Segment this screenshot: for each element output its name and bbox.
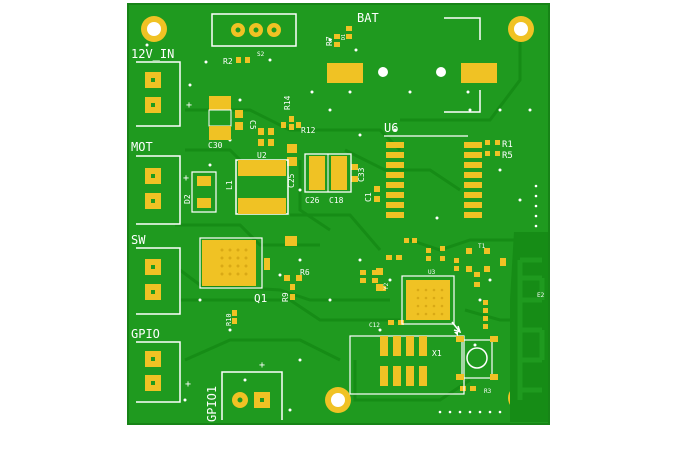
ic-u3-qfn xyxy=(401,275,462,336)
crystal-y2 xyxy=(376,268,383,291)
label-plus-mot: + xyxy=(183,173,189,184)
label-c33: C33 xyxy=(357,167,366,182)
label-t1: T1 xyxy=(478,243,486,250)
label-l1: L1 xyxy=(225,180,234,190)
label-x1: X1 xyxy=(432,349,442,358)
label-u6: U6 xyxy=(384,121,398,135)
silkscreen-labels: BAT 12V_IN MOT SW GPIO GPIO1 U6 U2 Q1 L1… xyxy=(131,11,545,422)
connector-mot xyxy=(136,155,181,225)
crystal-x1 xyxy=(349,335,465,395)
label-q1: Q1 xyxy=(254,292,267,305)
label-u3: U3 xyxy=(428,269,436,276)
smd-passives xyxy=(232,26,506,391)
label-s2: S2 xyxy=(257,51,265,58)
connector-gpio1 xyxy=(221,371,283,420)
edge-stitch-vias xyxy=(438,184,538,414)
mosfet-q1 xyxy=(199,237,270,289)
diode-d2 xyxy=(191,171,217,213)
label-mot: MOT xyxy=(131,140,153,154)
label-c12: C12 xyxy=(369,322,380,329)
label-c25: C25 xyxy=(287,173,296,188)
label-c1: C1 xyxy=(364,192,373,202)
label-r10: R10 xyxy=(225,313,233,326)
vias xyxy=(145,38,532,412)
label-c5: C5 xyxy=(248,120,257,130)
label-plus-gpio: + xyxy=(185,379,191,390)
label-gpio1: GPIO1 xyxy=(205,386,219,422)
header-s2 xyxy=(211,13,297,47)
label-y2: Y2 xyxy=(383,282,390,290)
label-e2: E2 xyxy=(537,292,545,299)
label-r9: R9 xyxy=(281,292,290,302)
inductor-l1 xyxy=(235,159,289,215)
label-r14: R14 xyxy=(283,95,292,110)
label-r1: R1 xyxy=(502,140,513,150)
ic-u6 xyxy=(384,135,482,218)
capacitors-c26-c18 xyxy=(304,153,352,193)
label-bat: BAT xyxy=(357,11,379,25)
label-r3: R3 xyxy=(484,388,492,395)
label-u2: U2 xyxy=(257,151,267,160)
label-r6: R6 xyxy=(300,268,310,277)
battery-holder-bat xyxy=(327,17,497,113)
label-plus-12v: + xyxy=(186,100,192,111)
label-c18: C18 xyxy=(329,196,344,205)
label-gpio: GPIO xyxy=(131,327,160,341)
tactile-switch xyxy=(456,336,498,380)
label-plus-gpio1: + xyxy=(259,360,265,371)
label-r12: R12 xyxy=(301,126,316,135)
label-r5: R5 xyxy=(502,151,513,161)
capacitor-c30 xyxy=(208,96,232,140)
label-d2: D2 xyxy=(183,194,192,204)
label-12v-in: 12V_IN xyxy=(131,47,174,61)
connector-12v-in xyxy=(136,61,181,127)
label-c26: C26 xyxy=(305,196,320,205)
antenna-keepout xyxy=(510,232,548,422)
label-c30: C30 xyxy=(208,141,223,150)
label-sw: SW xyxy=(131,233,146,247)
label-r7: R7 xyxy=(325,36,334,46)
label-d1: D1 xyxy=(341,34,347,40)
label-r2: R2 xyxy=(223,57,233,66)
connector-sw xyxy=(136,247,181,315)
connector-gpio xyxy=(136,341,181,403)
transistor-t1 xyxy=(466,248,490,272)
